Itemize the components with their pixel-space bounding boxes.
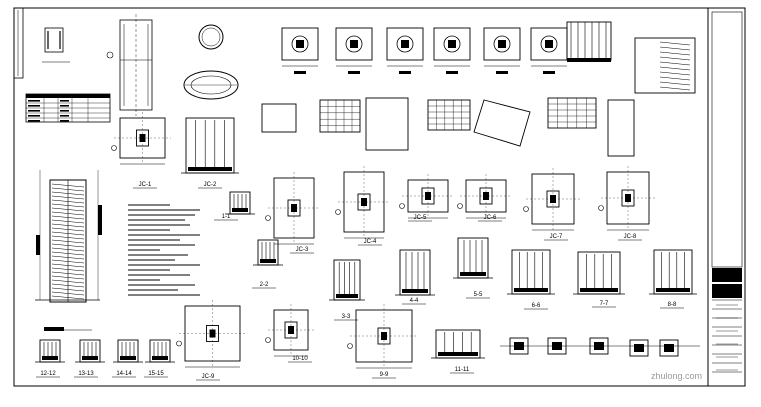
pipe-detail bbox=[119, 14, 153, 116]
detail-label: 3-3 bbox=[342, 314, 351, 320]
detail-7-7: 7-7 bbox=[573, 251, 625, 308]
detail-JC-5: JC-5 bbox=[399, 174, 454, 222]
top-plan-detail bbox=[483, 27, 521, 74]
detail-JC-4: JC-4 bbox=[335, 166, 390, 246]
detail-10-10: 10-10 bbox=[265, 304, 314, 363]
detail-label: 15-15 bbox=[148, 371, 164, 377]
top-plan-detail bbox=[530, 27, 568, 74]
detail-label: 13-13 bbox=[78, 371, 94, 377]
detail-label: 14-14 bbox=[116, 371, 132, 377]
detail-label: JC-2 bbox=[204, 182, 217, 188]
pile-elevation bbox=[35, 170, 102, 331]
watermark: zhulong.com bbox=[651, 371, 702, 381]
manhole-detail bbox=[183, 24, 239, 100]
detail-label: 8-8 bbox=[668, 302, 677, 308]
detail-JC-8: JC-8 bbox=[598, 166, 655, 241]
detail-12-12: 12-12 bbox=[35, 339, 65, 378]
detail-label: 5-5 bbox=[474, 292, 483, 298]
detail-JC-6: JC-6 bbox=[457, 174, 512, 222]
detail-6-6: 6-6 bbox=[507, 249, 555, 310]
detail-label: 7-7 bbox=[600, 301, 609, 307]
detail-2-2: 2-2 bbox=[252, 239, 283, 289]
title-block bbox=[707, 7, 746, 387]
top-plan-detail bbox=[386, 27, 424, 74]
detail-14-14: 14-14 bbox=[112, 339, 143, 378]
detail-9-9: 9-9 bbox=[347, 304, 418, 379]
detail-label: JC-8 bbox=[624, 234, 637, 240]
detail-JC-1: JC-1 bbox=[111, 112, 171, 189]
detail-8-8: 8-8 bbox=[649, 249, 697, 309]
top-plan-detail bbox=[335, 27, 373, 74]
detail-label: JC-9 bbox=[202, 374, 215, 380]
detail-label: JC-3 bbox=[296, 247, 309, 253]
legend-table bbox=[25, 93, 111, 123]
top-plan-detail bbox=[281, 27, 319, 74]
top-right-elevation bbox=[566, 21, 696, 94]
detail-label: 10-10 bbox=[292, 356, 308, 362]
detail-JC-3: JC-3 bbox=[265, 172, 320, 254]
detail-JC-2: JC-2 bbox=[181, 117, 239, 189]
bottom-right-pipe-details bbox=[500, 337, 700, 357]
detail-13-13: 13-13 bbox=[74, 339, 105, 378]
top-plan-detail bbox=[433, 27, 471, 74]
detail-label: 9-9 bbox=[380, 372, 389, 378]
detail-5-5: 5-5 bbox=[453, 237, 493, 299]
middle-row-details bbox=[261, 97, 635, 157]
detail-label: JC-5 bbox=[414, 215, 427, 221]
detail-label: 4-4 bbox=[410, 298, 419, 304]
detail-3-3: 3-3 bbox=[329, 259, 365, 321]
detail-label: JC-7 bbox=[550, 234, 563, 240]
detail-15-15: 15-15 bbox=[144, 339, 175, 378]
small-detail-top-left bbox=[42, 27, 114, 63]
detail-4-4: 4-4 bbox=[395, 249, 435, 305]
detail-label: 2-2 bbox=[260, 282, 269, 288]
detail-JC-7: JC-7 bbox=[523, 168, 580, 241]
detail-label: 1-1 bbox=[222, 214, 231, 220]
detail-label: 6-6 bbox=[532, 303, 541, 309]
binding-strip bbox=[13, 7, 24, 79]
notes-block bbox=[128, 204, 200, 296]
detail-label: JC-1 bbox=[139, 182, 152, 188]
detail-JC-9: JC-9 bbox=[176, 300, 246, 381]
detail-label: JC-4 bbox=[364, 239, 377, 245]
details-layer: JC-1 JC-2JC-3 JC-4 JC-5 JC-6JC-7 JC-8JC-9 1-1 2… bbox=[35, 21, 700, 381]
detail-label: 12-12 bbox=[40, 371, 56, 377]
detail-1-1: 1-1 bbox=[214, 191, 255, 221]
detail-label: 11-11 bbox=[455, 367, 470, 373]
detail-11-11: 11-11 bbox=[431, 329, 485, 374]
detail-label: JC-6 bbox=[484, 215, 497, 221]
